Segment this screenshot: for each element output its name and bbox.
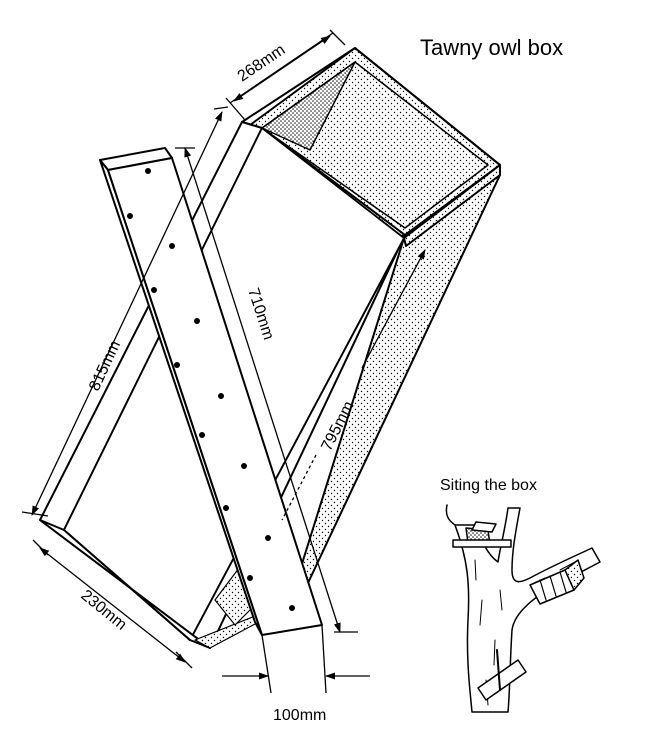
- dimension-lines: [21, 29, 426, 694]
- dim-100mm: 100mm: [273, 707, 326, 724]
- siting-top-board: [452, 539, 512, 548]
- diagram-title: Tawny owl box: [420, 35, 563, 60]
- dim-230mm: 230mm: [77, 587, 129, 634]
- dim-268mm: 268mm: [235, 41, 289, 85]
- tree-illustration: [445, 504, 601, 713]
- siting-caption: Siting the box: [440, 477, 537, 494]
- tree-trunk: [454, 507, 601, 713]
- siting-trunk-box: [477, 659, 527, 701]
- box-long-side-edge: [403, 174, 501, 247]
